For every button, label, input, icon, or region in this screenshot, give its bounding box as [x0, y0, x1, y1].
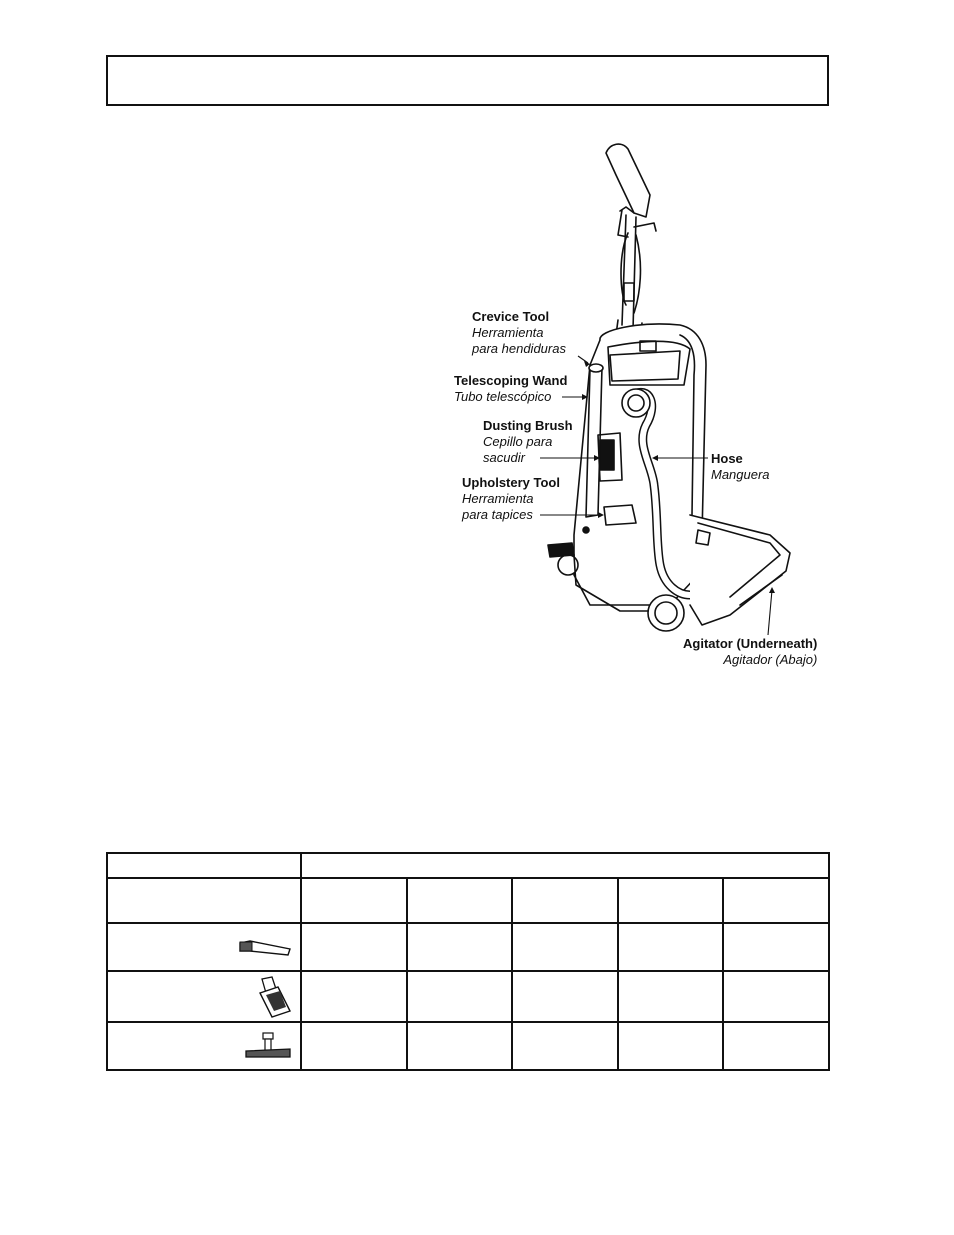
table-cell	[300, 877, 408, 924]
table-cell	[300, 1021, 408, 1071]
label-agitator-en: Agitator (Underneath)	[683, 636, 818, 651]
label-upholstery-tool-es-2: para tapices	[462, 507, 533, 522]
table-cell	[616, 1021, 725, 1071]
accessory-table	[106, 852, 830, 1071]
label-dusting-brush-es-1: Cepillo para	[483, 434, 553, 449]
table-cell	[511, 877, 619, 924]
table-subheader-row	[106, 877, 830, 924]
label-crevice-tool-es-2: para hendiduras	[472, 341, 566, 356]
table-cell	[300, 970, 408, 1023]
vacuum-diagram: Crevice Tool Herramienta para hendiduras…	[440, 135, 840, 680]
table-cell	[616, 922, 725, 972]
label-upholstery-tool-es-1: Herramienta	[462, 491, 534, 506]
table-row	[106, 970, 830, 1023]
upholstery-tool-icon	[245, 1032, 291, 1058]
label-crevice-tool: Crevice Tool Herramienta para hendiduras	[472, 309, 566, 357]
dusting-brush-icon	[259, 975, 291, 1018]
label-dusting-brush-es-2: sacudir	[483, 450, 525, 465]
vacuum-base	[689, 514, 791, 626]
label-dusting-brush: Dusting Brush Cepillo para sacudir	[483, 418, 573, 466]
label-telescoping-wand: Telescoping Wand Tubo telescópico	[454, 373, 567, 405]
label-upholstery-tool-en: Upholstery Tool	[462, 475, 560, 490]
table-cell	[511, 922, 619, 972]
table-cell	[106, 852, 302, 879]
upholstery-tool	[603, 504, 637, 526]
label-telescoping-wand-en: Telescoping Wand	[454, 373, 568, 388]
table-cell	[106, 1021, 302, 1071]
table-cell	[616, 970, 725, 1023]
label-dusting-brush-en: Dusting Brush	[483, 418, 573, 433]
leader-agitator	[767, 589, 773, 636]
table-cell	[405, 1021, 514, 1071]
table-cell	[511, 970, 619, 1023]
table-cell	[405, 922, 514, 972]
label-crevice-tool-es-1: Herramienta	[472, 325, 544, 340]
label-upholstery-tool: Upholstery Tool Herramienta para tapices	[462, 475, 560, 523]
dusting-brush	[599, 439, 615, 471]
label-telescoping-wand-es: Tubo telescópico	[454, 389, 552, 404]
label-hose-en: Hose	[711, 451, 743, 466]
table-cell	[106, 922, 302, 972]
table-header-row	[106, 852, 830, 879]
table-cell	[106, 970, 302, 1023]
label-agitator-es: Agitador (Abajo)	[723, 652, 818, 667]
rear-wheel	[647, 594, 685, 632]
table-cell	[616, 877, 725, 924]
table-cell	[511, 1021, 619, 1071]
label-hose: Hose Manguera	[711, 451, 770, 483]
table-cell	[405, 970, 514, 1023]
table-cell	[722, 970, 830, 1023]
leader-crevice	[577, 355, 589, 364]
table-cell	[300, 852, 830, 879]
table-row	[106, 922, 830, 972]
crevice-tool-icon	[239, 940, 291, 956]
table-cell	[722, 922, 830, 972]
table-cell	[722, 1021, 830, 1071]
table-cell	[405, 877, 514, 924]
handle-grip	[605, 143, 651, 218]
table-row	[106, 1021, 830, 1071]
label-hose-es: Manguera	[711, 467, 770, 482]
label-agitator: Agitator (Underneath) Agitador (Abajo)	[683, 636, 817, 668]
table-cell	[106, 877, 302, 924]
table-cell	[722, 877, 830, 924]
table-cell	[300, 922, 408, 972]
header-box	[106, 55, 829, 106]
cord-hook	[617, 209, 657, 238]
label-crevice-tool-en: Crevice Tool	[472, 309, 550, 324]
vacuum-illustration	[540, 143, 791, 636]
